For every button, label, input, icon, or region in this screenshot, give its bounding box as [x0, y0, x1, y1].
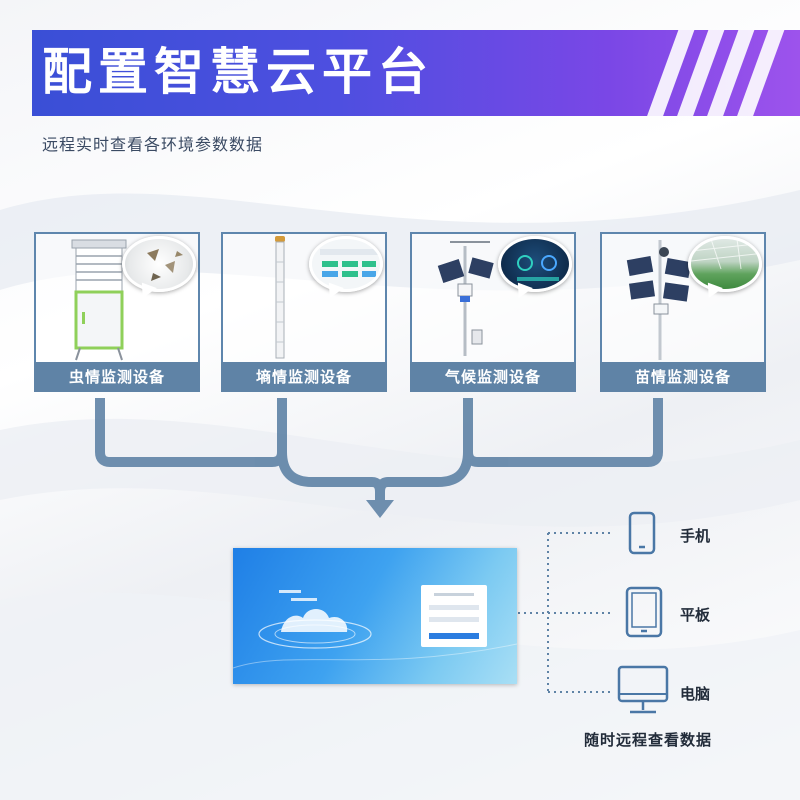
- desktop-icon: [617, 665, 669, 714]
- greenhouse-photo-bubble: [688, 236, 762, 302]
- login-panel: [421, 585, 487, 647]
- insect-photo-bubble: [122, 236, 196, 302]
- camera-pole-icon: [626, 240, 692, 360]
- login-button: [429, 633, 479, 639]
- footer-note: 随时远程查看数据: [584, 731, 713, 749]
- page-title: 配置智慧云平台: [42, 43, 434, 101]
- device-label: 苗情监测设备: [600, 362, 766, 392]
- phone-icon: [628, 511, 656, 555]
- device-card-soil: 墒情监测设备: [221, 232, 387, 392]
- title-banner: 配置智慧云平台: [32, 30, 800, 116]
- device-label: 墒情监测设备: [221, 362, 387, 392]
- weather-dashboard-bubble: [498, 236, 572, 302]
- terminal-label-tablet: 平板: [680, 606, 711, 624]
- insect-trap-icon: [71, 239, 127, 361]
- device-card-insect: 虫情监测设备: [34, 232, 200, 392]
- device-label: 虫情监测设备: [34, 362, 200, 392]
- page-subtitle: 远程实时查看各环境参数数据: [42, 135, 264, 154]
- weather-station-icon: [437, 241, 494, 356]
- tablet-icon: [625, 586, 663, 638]
- cloud-platform-icon: [233, 609, 517, 669]
- terminal-label-phone: 手机: [680, 527, 711, 545]
- device-label: 气候监测设备: [410, 362, 576, 392]
- platform-screen: [233, 548, 517, 684]
- device-card-weather: 气候监测设备: [410, 232, 576, 392]
- terminal-label-desktop: 电脑: [680, 685, 711, 703]
- soil-sensor-pole-icon: [275, 236, 285, 359]
- device-card-seedling: 苗情监测设备: [600, 232, 766, 392]
- screen-text-line: [279, 590, 301, 593]
- soil-dashboard-bubble: [309, 236, 383, 302]
- screen-text-line: [291, 598, 317, 601]
